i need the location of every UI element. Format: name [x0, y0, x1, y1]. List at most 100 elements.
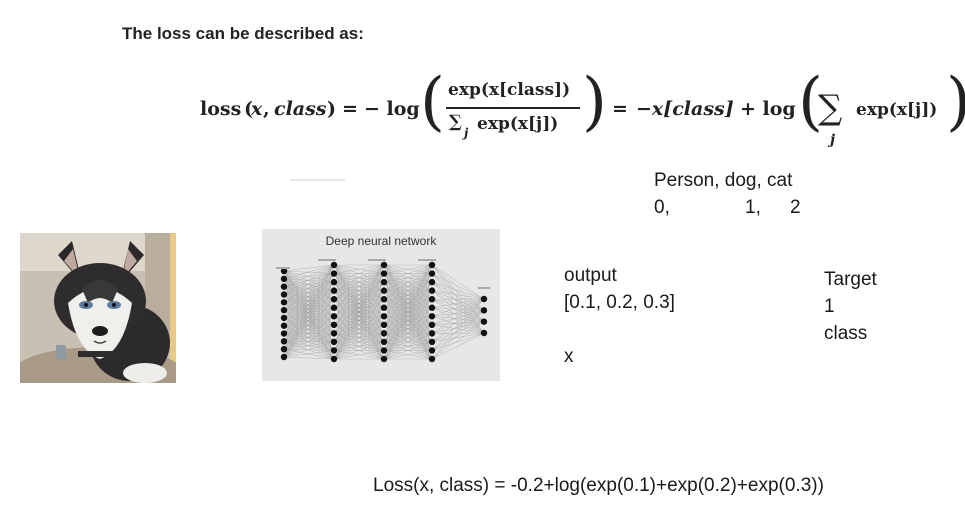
network-edge [431, 307, 485, 311]
target-value: 1 [824, 296, 835, 317]
network-node [428, 261, 436, 269]
network-edge [431, 290, 485, 300]
network-edge [383, 281, 433, 360]
network-node [280, 338, 288, 345]
formula-denominator-sigma: ∑ [449, 112, 462, 132]
network-edge [283, 290, 335, 295]
network-edge [283, 324, 335, 334]
network-node [428, 338, 436, 346]
network-node [280, 345, 288, 353]
target-label: Target [824, 269, 877, 290]
network-edge [431, 281, 485, 322]
formula-big-paren-close: ) [582, 65, 607, 139]
network-edge [283, 286, 335, 300]
network-node [428, 278, 436, 286]
network-edge [383, 333, 433, 360]
formula-lhs-open: ( [244, 98, 253, 120]
network-node [380, 304, 388, 311]
network-edge [283, 298, 335, 303]
network-edge [431, 310, 485, 334]
network-edge [431, 321, 485, 360]
network-node [380, 287, 388, 294]
network-edge [431, 264, 485, 322]
network-edge [431, 298, 485, 360]
network-edge [383, 341, 433, 360]
network-edge [431, 310, 485, 351]
network-edge [431, 321, 485, 343]
network-edge [383, 264, 433, 300]
network-edge [283, 333, 335, 358]
network-edge [283, 302, 335, 308]
network-edge [431, 332, 485, 351]
network-node [330, 330, 338, 337]
network-edge [283, 316, 335, 334]
network-edge [383, 350, 433, 360]
network-node [480, 295, 488, 303]
network-edge [283, 281, 335, 303]
input-x-label: x [564, 346, 574, 367]
network-edge [383, 264, 433, 274]
network-node [330, 270, 338, 277]
network-edge [333, 264, 385, 343]
network-node [280, 322, 288, 329]
network-edge [431, 273, 485, 300]
formula-plus-log: + log [740, 98, 796, 120]
network-node [428, 330, 436, 337]
network-edge [283, 273, 335, 280]
network-edge [431, 316, 485, 322]
network-edge [333, 341, 385, 360]
network-edge [431, 290, 485, 322]
network-edge [283, 309, 335, 334]
network-edge [333, 264, 385, 325]
network-edge [283, 307, 335, 334]
class-index-0: 0, [654, 197, 670, 218]
network-edge [283, 286, 335, 325]
network-node [330, 355, 338, 363]
network-node [330, 295, 338, 303]
neural-network-diagram: Deep neural network [262, 229, 500, 381]
network-edge [283, 348, 335, 351]
network-edge [431, 298, 485, 308]
network-node [280, 291, 288, 298]
network-edge [383, 264, 433, 317]
network-node [330, 278, 338, 286]
network-edge [333, 264, 385, 360]
network-edge [333, 264, 385, 308]
network-edge [283, 286, 335, 317]
network-edge [431, 273, 485, 322]
network-edge [283, 273, 335, 326]
network-edge [283, 264, 335, 358]
formula-lhs-close: ) [327, 98, 336, 120]
network-edge [383, 273, 433, 360]
network-node [428, 321, 436, 329]
network-edge [283, 324, 335, 350]
network-edge [431, 310, 485, 317]
network-edge [431, 290, 485, 311]
network-node [280, 275, 288, 283]
network-edge [283, 324, 335, 326]
network-node [280, 299, 288, 306]
network-edge [431, 321, 485, 351]
network-edge [283, 278, 335, 334]
network-edge [333, 273, 385, 360]
formula-lhs-x: x [251, 98, 263, 120]
network-edge [333, 299, 385, 360]
output-label: output [564, 265, 617, 286]
network-node [330, 261, 338, 269]
network-edge [283, 264, 335, 319]
network-edge [431, 298, 485, 334]
network-edge [333, 264, 385, 351]
target-class-label: class [824, 323, 868, 344]
formula-sum-paren-close: ) [946, 70, 965, 134]
network-edge [283, 278, 335, 283]
formula-denominator-j: j [464, 126, 469, 140]
network-edge [431, 273, 485, 311]
network-edge [283, 278, 335, 308]
network-edge [283, 299, 335, 326]
network-edge [283, 348, 335, 360]
formula-rhs-term: −x[class] [636, 98, 734, 120]
network-edge [283, 264, 335, 326]
network-edge [283, 281, 335, 287]
formula-neg-log: − log [364, 98, 420, 120]
network-node [280, 306, 288, 314]
